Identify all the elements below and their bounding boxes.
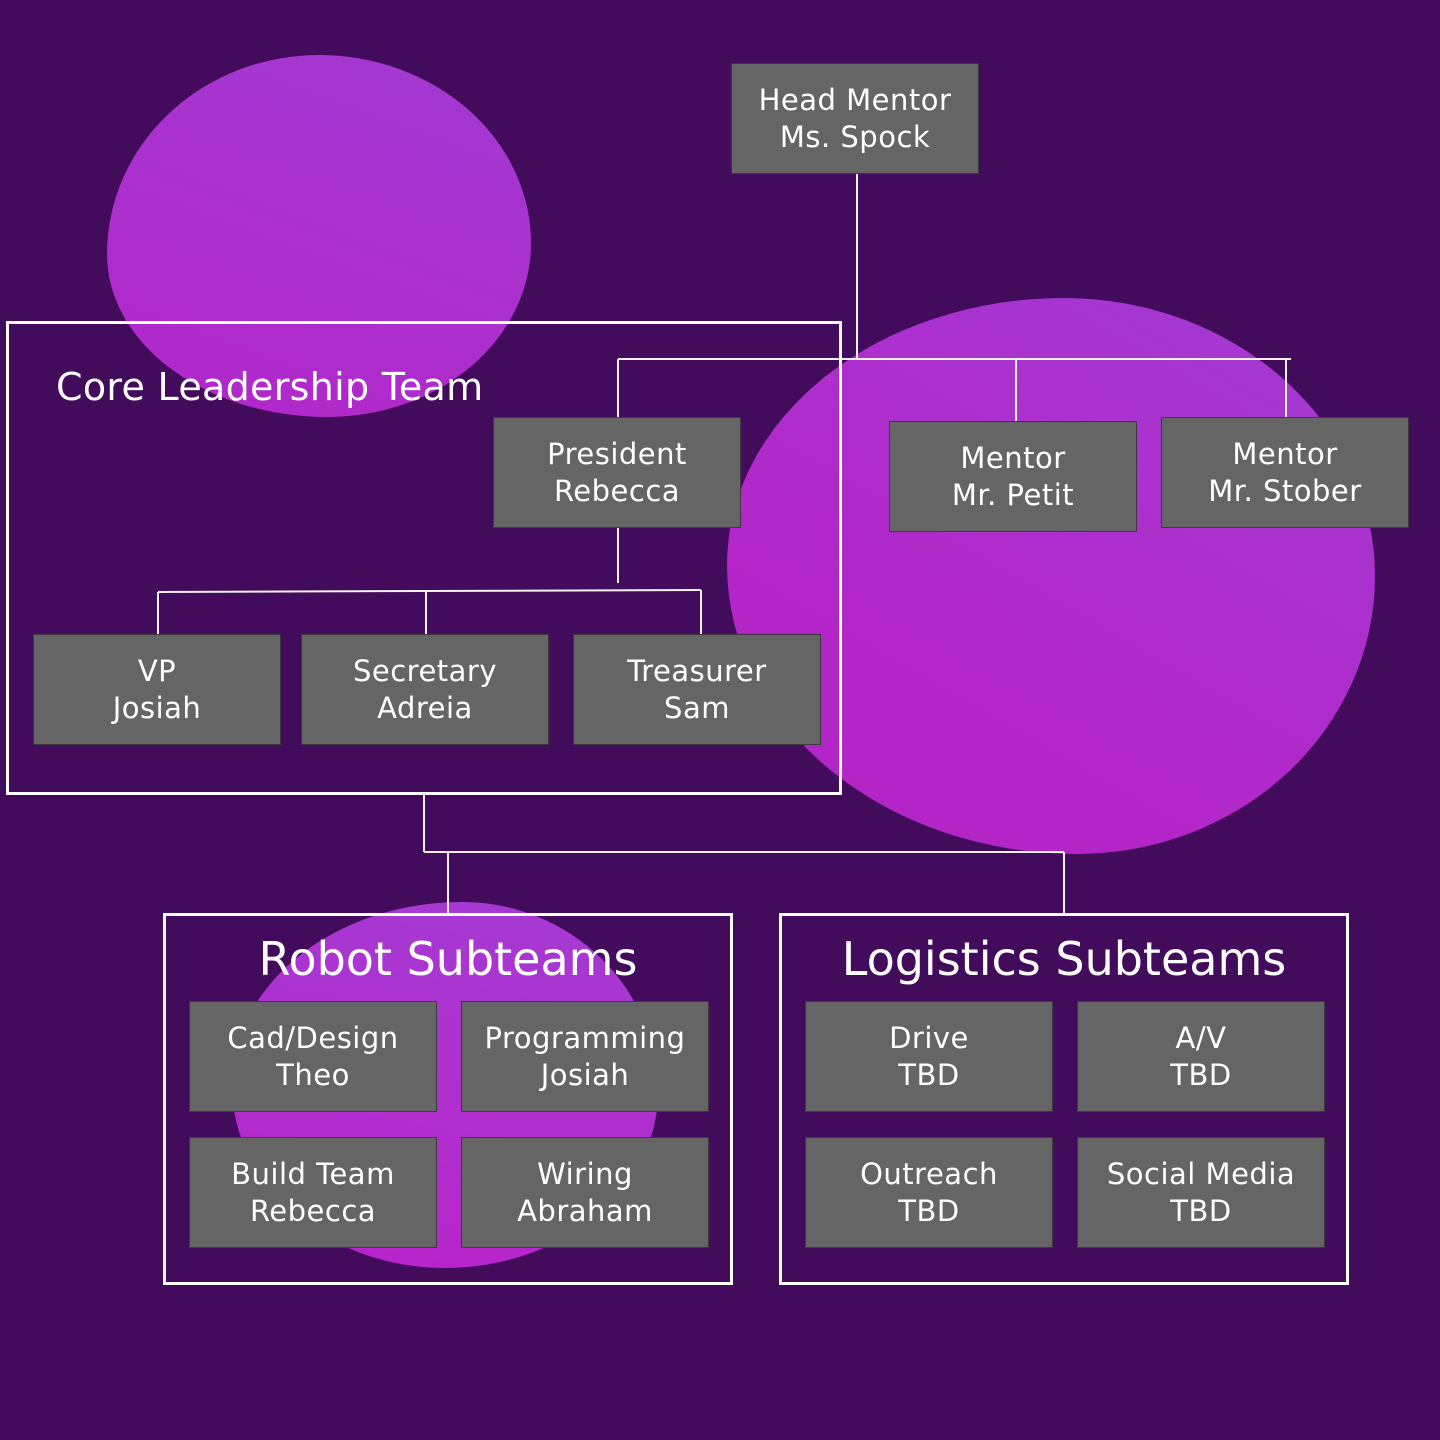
node-name: Sam bbox=[664, 690, 730, 725]
node-role: Wiring bbox=[537, 1156, 633, 1191]
node-role: VP bbox=[137, 653, 177, 688]
node-name: Josiah bbox=[540, 1057, 630, 1092]
node-role: Drive bbox=[889, 1020, 969, 1055]
robot-subteams-frame bbox=[163, 913, 733, 1285]
node-name: Theo bbox=[276, 1057, 350, 1092]
node-role: Head Mentor bbox=[758, 82, 952, 117]
node-role: Secretary bbox=[352, 653, 498, 688]
node-name: Rebecca bbox=[553, 473, 681, 508]
node-drive: Drive TBD bbox=[805, 1001, 1053, 1112]
node-name: TBD bbox=[1170, 1193, 1232, 1228]
node-role: Build Team bbox=[231, 1156, 395, 1191]
node-mentor-petit: Mentor Mr. Petit bbox=[889, 421, 1137, 532]
node-role: Outreach bbox=[860, 1156, 998, 1191]
node-treasurer: Treasurer Sam bbox=[573, 634, 821, 745]
node-name: Rebecca bbox=[249, 1193, 377, 1228]
node-role: Social Media bbox=[1106, 1156, 1296, 1191]
core-leadership-frame bbox=[6, 321, 842, 795]
node-programming: Programming Josiah bbox=[461, 1001, 709, 1112]
node-head-mentor: Head Mentor Ms. Spock bbox=[731, 63, 979, 174]
node-role: Cad/Design bbox=[227, 1020, 399, 1055]
node-role: Programming bbox=[484, 1020, 686, 1055]
decorative-blob-top-left bbox=[107, 55, 531, 417]
node-outreach: Outreach TBD bbox=[805, 1137, 1053, 1248]
node-name: Mr. Stober bbox=[1208, 473, 1362, 508]
node-mentor-stober: Mentor Mr. Stober bbox=[1161, 417, 1409, 528]
node-name: Abraham bbox=[517, 1193, 653, 1228]
logistics-subteams-frame bbox=[779, 913, 1349, 1285]
node-name: Josiah bbox=[112, 690, 202, 725]
node-secretary: Secretary Adreia bbox=[301, 634, 549, 745]
node-role: Mentor bbox=[960, 440, 1066, 475]
node-name: TBD bbox=[898, 1057, 960, 1092]
node-role: A/V bbox=[1175, 1020, 1227, 1055]
node-role: Treasurer bbox=[627, 653, 767, 688]
node-name: Adreia bbox=[377, 690, 473, 725]
robot-subteams-title: Robot Subteams bbox=[258, 932, 638, 986]
node-social-media: Social Media TBD bbox=[1077, 1137, 1325, 1248]
node-wiring: Wiring Abraham bbox=[461, 1137, 709, 1248]
decorative-blob-right bbox=[727, 298, 1375, 854]
node-role: President bbox=[547, 436, 687, 471]
node-name: TBD bbox=[1170, 1057, 1232, 1092]
node-name: TBD bbox=[898, 1193, 960, 1228]
node-role: Mentor bbox=[1232, 436, 1338, 471]
node-build-team: Build Team Rebecca bbox=[189, 1137, 437, 1248]
node-name: Mr. Petit bbox=[951, 477, 1075, 512]
node-name: Ms. Spock bbox=[779, 119, 931, 154]
logistics-subteams-title: Logistics Subteams bbox=[841, 932, 1287, 986]
node-vp: VP Josiah bbox=[33, 634, 281, 745]
node-president: President Rebecca bbox=[493, 417, 741, 528]
node-av: A/V TBD bbox=[1077, 1001, 1325, 1112]
node-cad-design: Cad/Design Theo bbox=[189, 1001, 437, 1112]
core-leadership-title: Core Leadership Team bbox=[56, 365, 484, 409]
